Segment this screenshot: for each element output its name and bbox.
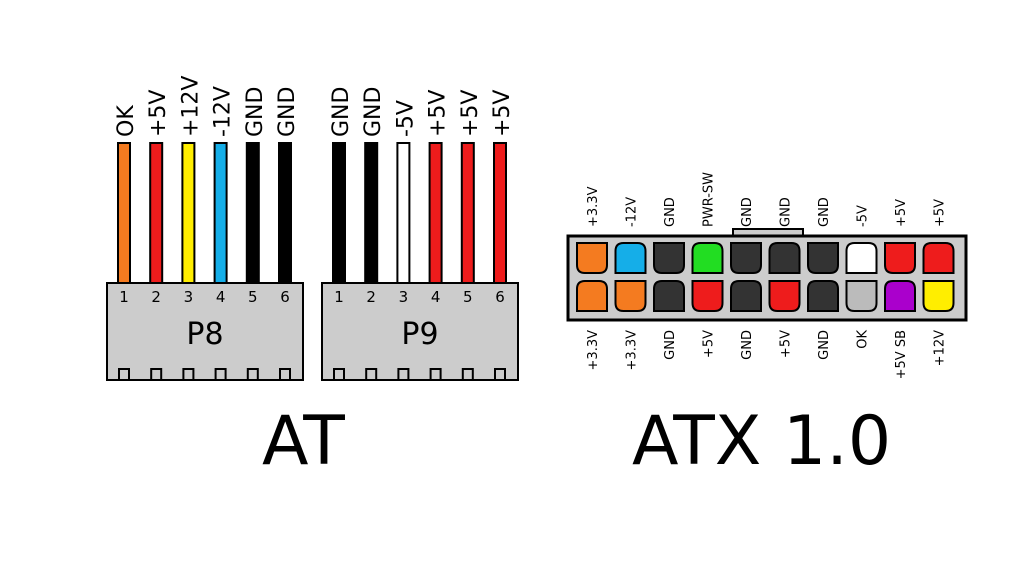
atx-bottom-label-4: +5V: [702, 330, 717, 358]
atx-top-pin-1: [576, 242, 608, 274]
atx-bottom-pin-8: [845, 280, 878, 312]
at-title: AT: [262, 402, 345, 481]
atx-bottom-label-5: GND: [740, 330, 755, 360]
atx-bottom-label-9: +5V SB: [894, 330, 909, 379]
p8-wire-label-1: OK: [114, 105, 139, 137]
atx-top-pin-7: [807, 242, 839, 274]
atx-top-label-8: -5V: [856, 205, 871, 227]
atx-top-label-6: GND: [779, 197, 794, 227]
atx-bottom-pin-4: [691, 280, 724, 312]
p8-contact-1: [118, 368, 130, 381]
atx-bottom-pin-7: [807, 280, 839, 312]
p8-wire-label-3: +12V: [178, 76, 203, 137]
p8-contact-2: [150, 368, 163, 381]
atx-top-pin-10: [922, 242, 955, 274]
p9-pin-number-1: 1: [334, 288, 344, 306]
atx-bottom-pin-5: [730, 280, 762, 312]
atx-top-pin-3: [653, 242, 685, 274]
atx-top-label-7: GND: [817, 197, 832, 227]
p9-contact-3: [397, 368, 410, 381]
p8-label: P8: [186, 317, 223, 352]
atx-bottom-pin-6: [768, 280, 801, 312]
atx-bottom-label-8: OK: [856, 330, 871, 349]
p9-contact-6: [494, 368, 506, 381]
atx-top-label-9: +5V: [894, 199, 909, 227]
p9-wire-label-2: GND: [361, 87, 386, 137]
p9-wire-1: [332, 142, 346, 284]
p8-housing: [106, 282, 304, 381]
atx-top-label-4: PWR-SW: [702, 172, 717, 227]
p9-housing: [321, 282, 519, 381]
atx-bottom-pin-10: [922, 280, 955, 312]
p9-wire-6: [493, 142, 507, 284]
atx-top-label-5: GND: [740, 197, 755, 227]
atx-bottom-label-1: +3.3V: [586, 330, 601, 371]
p9-contact-5: [461, 368, 474, 381]
atx-top-label-10: +5V: [933, 199, 948, 227]
p8-wire-label-4: -12V: [211, 86, 236, 137]
p9-pin-number-4: 4: [431, 288, 441, 306]
p9-pin-number-2: 2: [366, 288, 376, 306]
p9-pin-number-3: 3: [399, 288, 409, 306]
p8-wire-label-6: GND: [275, 87, 300, 137]
p8-pin-number-5: 5: [248, 288, 258, 306]
atx-top-pin-8: [845, 242, 878, 274]
p9-pin-number-6: 6: [495, 288, 505, 306]
p9-wire-2: [364, 142, 379, 284]
p8-pin-number-3: 3: [184, 288, 194, 306]
p9-wire-label-1: GND: [329, 87, 354, 137]
p8-wire-2: [149, 142, 164, 284]
atx-top-label-2: -12V: [625, 197, 640, 227]
atx-top-pin-5: [730, 242, 762, 274]
p9-wire-4: [428, 142, 443, 284]
p9-wire-label-5: +5V: [458, 90, 483, 137]
p9-label: P9: [401, 317, 438, 352]
p9-wire-3: [396, 142, 411, 284]
atx-top-pin-6: [768, 242, 801, 274]
p9-contact-4: [429, 368, 442, 381]
atx-bottom-label-10: +12V: [933, 330, 948, 366]
p8-wire-1: [117, 142, 131, 284]
atx-bottom-pin-2: [614, 280, 647, 312]
p8-contact-5: [246, 368, 259, 381]
atx-bottom-label-6: +5V: [779, 330, 794, 358]
p9-wire-label-6: +5V: [490, 90, 515, 137]
p9-contact-1: [333, 368, 345, 381]
atx-title: ATX 1.0: [632, 402, 892, 481]
p8-pin-number-1: 1: [119, 288, 129, 306]
p8-wire-4: [213, 142, 228, 284]
p9-contact-2: [365, 368, 378, 381]
p9-wire-label-4: +5V: [426, 90, 451, 137]
p9-wire-5: [460, 142, 475, 284]
atx-top-pin-9: [884, 242, 916, 274]
p9-pin-number-5: 5: [463, 288, 473, 306]
atx-bottom-label-3: GND: [663, 330, 678, 360]
atx-top-label-1: +3.3V: [586, 186, 601, 227]
atx-bottom-pin-1: [576, 280, 608, 312]
p8-contact-6: [279, 368, 291, 381]
atx-top-pin-4: [691, 242, 724, 274]
p8-contact-3: [182, 368, 195, 381]
p8-contact-4: [214, 368, 227, 381]
atx-top-label-3: GND: [663, 197, 678, 227]
atx-top-pin-2: [614, 242, 647, 274]
p8-wire-label-2: +5V: [146, 90, 171, 137]
p8-wire-label-5: GND: [243, 87, 268, 137]
p9-wire-label-3: -5V: [393, 100, 418, 137]
atx-bottom-label-2: +3.3V: [625, 330, 640, 371]
atx-bottom-pin-9: [884, 280, 916, 312]
atx-bottom-label-7: GND: [817, 330, 832, 360]
atx-bottom-pin-3: [653, 280, 685, 312]
p8-pin-number-4: 4: [216, 288, 226, 306]
p8-wire-5: [245, 142, 260, 284]
p8-wire-6: [278, 142, 292, 284]
p8-pin-number-6: 6: [280, 288, 290, 306]
p8-pin-number-2: 2: [151, 288, 161, 306]
p8-wire-3: [181, 142, 196, 284]
